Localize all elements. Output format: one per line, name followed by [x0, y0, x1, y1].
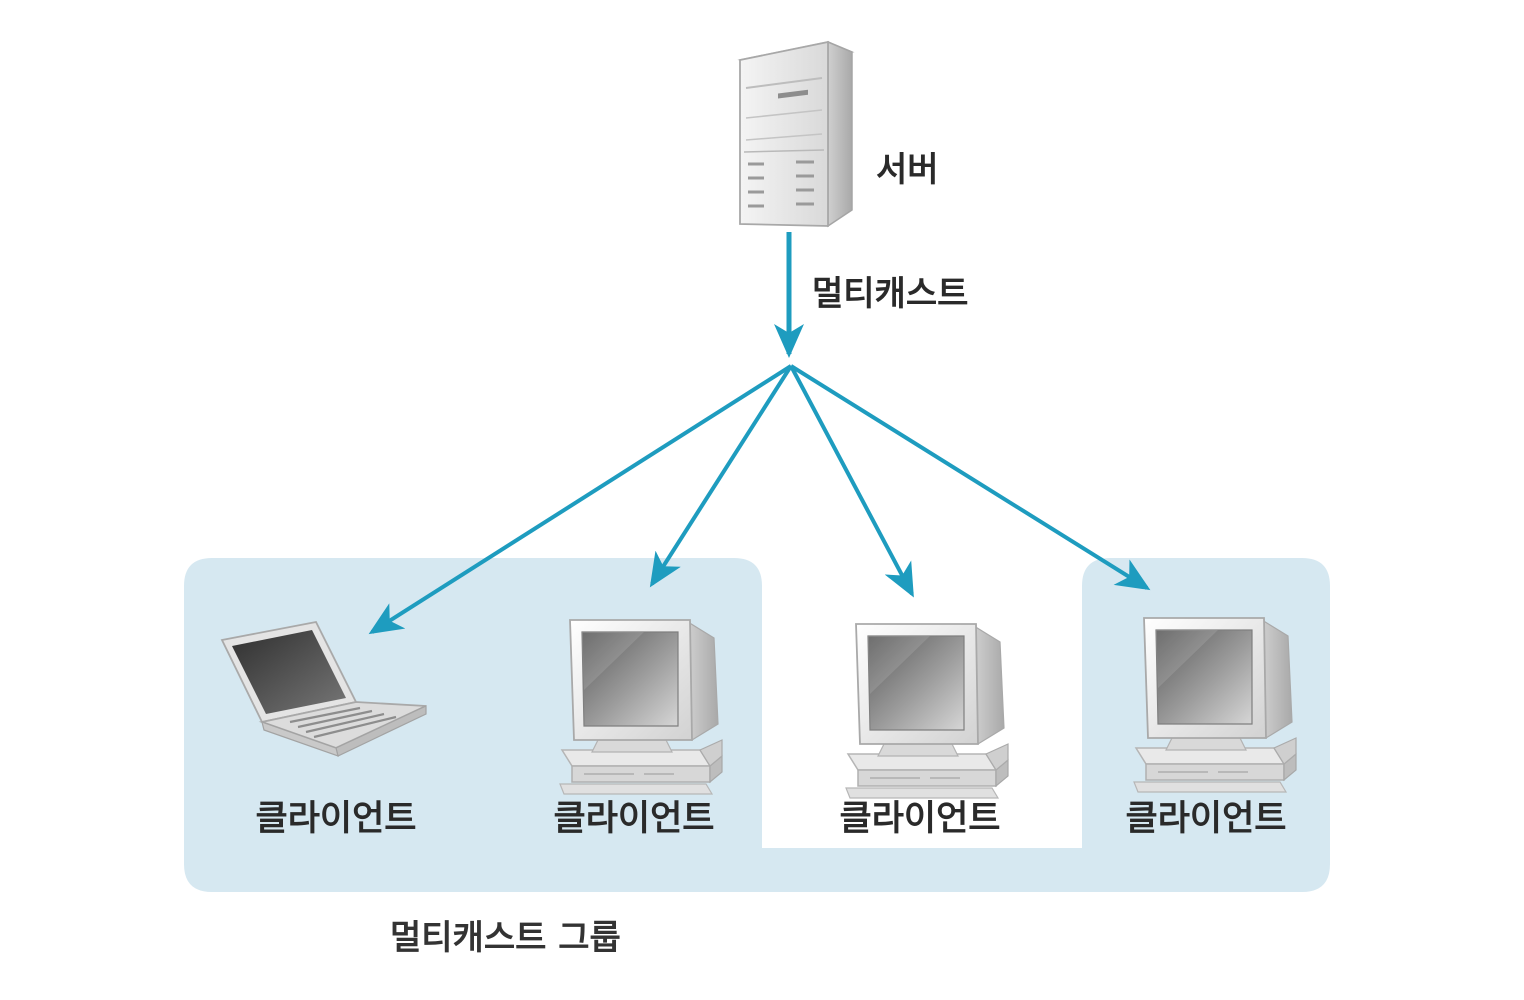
- multicast-group-region: [184, 558, 1330, 892]
- client-label: 클라이언트: [1125, 799, 1287, 839]
- branch-arrows: [368, 364, 1151, 635]
- desktop-computer-icon: [1133, 617, 1297, 793]
- client-label: 클라이언트: [255, 799, 417, 839]
- server-label: 서버: [876, 150, 939, 190]
- desktop-computer-icon: [845, 623, 1009, 799]
- laptop-icon: [220, 620, 427, 757]
- multicast-group-label: 멀티캐스트 그룹: [390, 918, 621, 958]
- client-label: 클라이언트: [839, 799, 1001, 839]
- client-label: 클라이언트: [553, 799, 715, 839]
- multicast-label: 멀티캐스트: [812, 274, 969, 314]
- arrow-to-client-2: [649, 364, 793, 588]
- desktop-computer-icon: [559, 619, 723, 795]
- arrow-to-client-4: [789, 364, 1151, 591]
- arrow-to-client-1: [368, 364, 793, 635]
- arrow-to-client-3: [789, 365, 914, 598]
- server-tower-icon: [737, 40, 855, 228]
